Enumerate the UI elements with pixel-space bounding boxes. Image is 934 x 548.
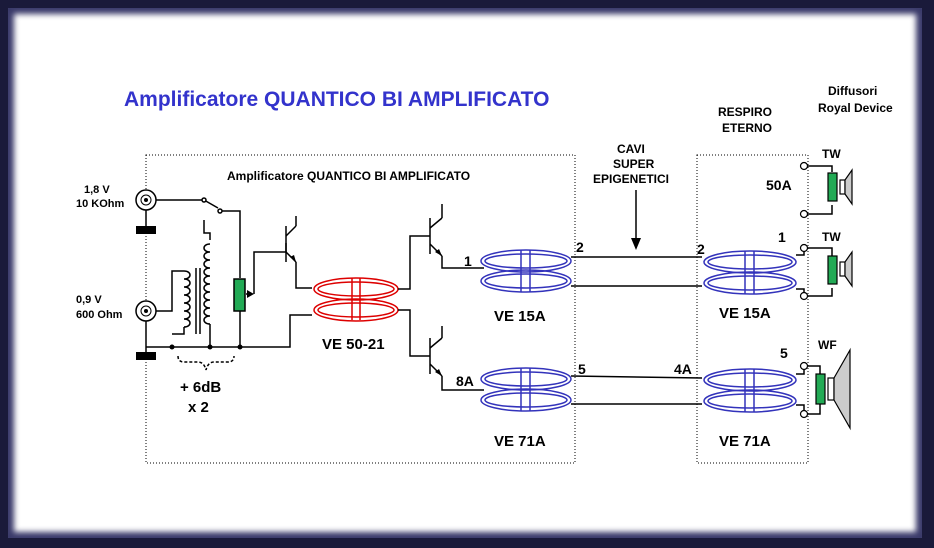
blue-transformer-15a-left-icon [480, 249, 572, 293]
woofer-speaker-icon [827, 347, 851, 431]
input2-voltage: 0,9 V [76, 294, 102, 306]
tweeter2-speaker-icon [839, 250, 853, 288]
tweeter2-label: TW [822, 230, 841, 244]
tweeter1-value-label: 50A [766, 177, 792, 193]
red-transformer-label: VE 50-21 [322, 336, 385, 353]
cables-label-line2: SUPER [613, 157, 655, 171]
blue-transformer-71a-right-label: VE 71A [719, 433, 771, 450]
page-title: Amplificatore QUANTICO BI AMPLIFICATO [124, 88, 549, 111]
respiro-label-line1: RESPIRO [718, 105, 772, 119]
pin-5-left-label: 5 [578, 361, 586, 377]
speakers-header-line2: Royal Device [818, 101, 893, 115]
blue-transformer-15a-right-label: VE 15A [719, 305, 771, 322]
respiro-box [696, 154, 809, 464]
respiro-label-line2: ETERNO [722, 121, 772, 135]
tweeter2-resistor-icon [827, 255, 838, 285]
cables-arrow-icon [631, 238, 641, 250]
input1-impedance-label: 10 KOhm [76, 198, 125, 210]
input2-impedance: 600 Ohm [76, 309, 123, 321]
tweeter1-resistor-icon [827, 172, 838, 202]
input-wiring [146, 197, 312, 348]
epigenetic-cables [570, 256, 703, 405]
pin-2-left-label: 2 [576, 239, 584, 255]
tweeter1-label: TW [822, 147, 841, 161]
red-transformer-icon [313, 277, 399, 322]
blue-transformer-71a-left-label: VE 71A [494, 433, 546, 450]
potentiometer-icon [233, 278, 246, 312]
wiper-arrow-icon [247, 290, 254, 298]
input1-connector-icon [135, 189, 157, 211]
blue-transformer-71a-right-icon [703, 368, 797, 413]
driver-wiring [398, 235, 430, 357]
output-transistor-top-icon [429, 204, 484, 269]
pin-1-right-label: 1 [778, 229, 786, 245]
speakers-header-line1: Diffusori [828, 84, 877, 98]
input-transistor-icon [285, 216, 312, 289]
pin-8a-label: 8A [456, 373, 474, 389]
blue-transformer-71a-left-icon [480, 367, 572, 412]
cables-label-line1: CAVI [617, 142, 645, 156]
blue-transformer-15a-right-icon [703, 250, 797, 295]
speaker-wiring [796, 165, 833, 415]
pin-2-right-label: 2 [697, 241, 705, 257]
blue-transformer-15a-left-label: VE 15A [494, 308, 546, 325]
pin-5-right-label: 5 [780, 345, 788, 361]
input1-voltage: 1,8 V [84, 184, 110, 196]
pin-4a-label: 4A [674, 361, 692, 377]
gain-brace [177, 355, 235, 371]
output-transistor-bottom-icon [429, 326, 484, 391]
input-transformer-icon [172, 243, 211, 347]
gain-multiplier: x 2 [188, 399, 209, 416]
woofer-label: WF [818, 338, 837, 352]
ground1-icon [136, 226, 156, 234]
speaker-terminals [799, 161, 809, 419]
input2-connector-icon [135, 300, 157, 322]
tweeter1-speaker-icon [839, 168, 853, 206]
pin-1-label: 1 [464, 253, 472, 269]
amplifier-box-title: Amplificatore QUANTICO BI AMPLIFICATO [227, 169, 470, 183]
ground2-icon [136, 352, 156, 360]
gain-label: + 6dB [180, 379, 221, 396]
woofer-resistor-icon [815, 373, 826, 405]
cables-label-line3: EPIGENETICI [593, 172, 669, 186]
